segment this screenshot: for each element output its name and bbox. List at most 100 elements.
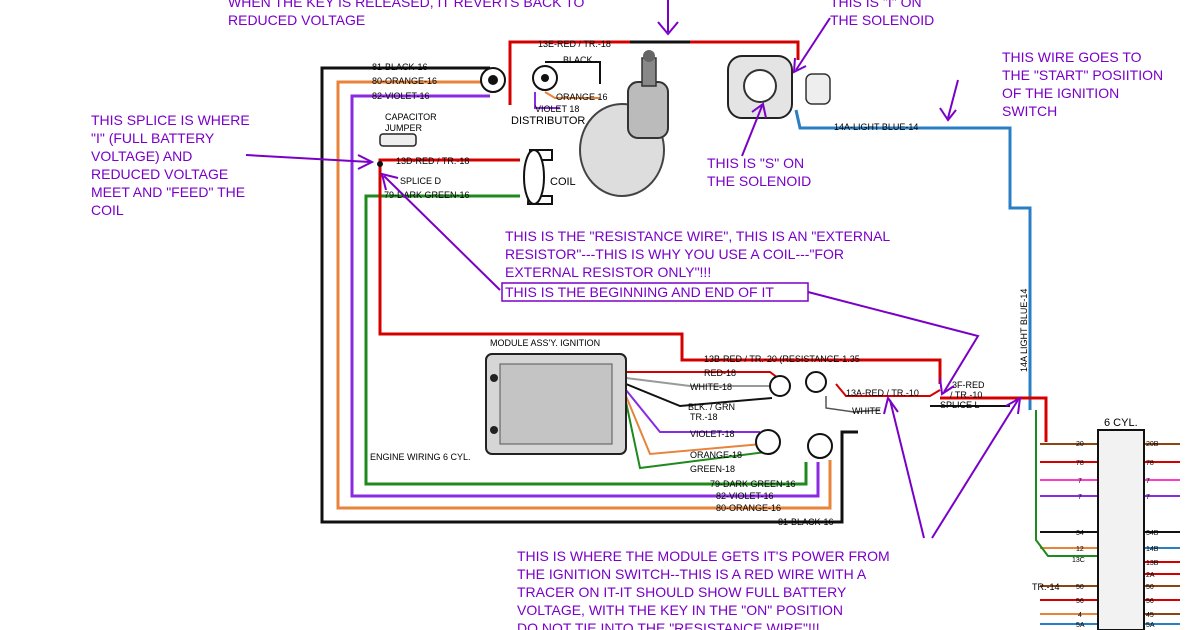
module-connector-upper xyxy=(769,371,827,397)
label-darkgreen-79b: 79-DARK GREEN-16 xyxy=(710,479,796,489)
wire-module-black xyxy=(625,383,773,408)
label-violet-82b: 82-VIOLET-16 xyxy=(716,491,774,501)
annotation-start-2: THE "START" POSIITION xyxy=(1002,67,1163,83)
splice-d-dot xyxy=(377,161,383,167)
annotation-start-3: OF THE IGNITION xyxy=(1002,85,1119,101)
distributor xyxy=(579,50,669,197)
pin-label: 78 xyxy=(1076,460,1084,467)
pin-label: 20 xyxy=(1076,441,1084,448)
connector-pins-right: 20B 78 7 7 34B 14B 13B 2A 50 56 45 5A xyxy=(1146,441,1159,629)
beginning-box xyxy=(501,282,809,302)
label-red-3f-2: / TR.-10 xyxy=(950,390,982,400)
six-cyl-connector xyxy=(1097,429,1145,630)
connector-pins-left: 20 78 7 7 34 12 13C 50 56 4 5A xyxy=(1072,441,1085,629)
pin-label: 5A xyxy=(1146,622,1155,629)
label-red-13d: 13D-RED / TR.-18 xyxy=(396,156,469,166)
label-module: MODULE ASS'Y. IGNITION xyxy=(490,338,600,348)
pin-label: 7 xyxy=(1146,478,1150,485)
label-blkgrn-2: TR.-18 xyxy=(690,412,718,422)
wire-orange-dist xyxy=(544,91,600,99)
wire-module-green xyxy=(625,401,767,470)
annotation-module-3: TRACER ON IT-IT SHOULD SHOW FULL BATTERY xyxy=(517,584,847,600)
wire-violet-82 xyxy=(350,94,820,498)
wire-white xyxy=(825,396,881,413)
wire-red-3f xyxy=(940,396,1048,442)
capacitor-jumper xyxy=(379,133,417,147)
label-six-cyl: 6 CYL. xyxy=(1104,417,1138,429)
label-engine-wiring: ENGINE WIRING 6 CYL. xyxy=(370,452,471,462)
wire-black-81 xyxy=(320,66,858,524)
label-splice-l: SPLICE L xyxy=(940,400,980,410)
wire-module-orange xyxy=(625,395,763,456)
pin-label: 12 xyxy=(1076,546,1084,553)
wire-module-white xyxy=(625,377,772,387)
label-red-13b: 13B-RED / TR.-20 (RESISTANCE-1.35 xyxy=(704,354,860,364)
label-white-18: WHITE-18 xyxy=(690,382,732,392)
pin-label: 7 xyxy=(1146,494,1150,501)
wire-module-violet xyxy=(625,389,760,433)
label-red-13e: 13E-RED / TR.-18 xyxy=(538,39,611,49)
pin-label: 2A xyxy=(1146,572,1155,579)
wire-module-red xyxy=(626,371,779,379)
annotation-resistance-2: RESISTOR"---THIS IS WHY YOU USE A COIL--… xyxy=(505,246,844,262)
label-violet-dist: VIOLET 18 xyxy=(535,104,579,114)
pin-label: 4 xyxy=(1078,612,1082,619)
module-connector-lower xyxy=(755,429,833,459)
label-violet-18: VIOLET-18 xyxy=(690,429,735,439)
label-distributor: DISTRIBUTOR xyxy=(511,115,585,127)
pin-label: 5A xyxy=(1076,622,1085,629)
distributor-connector xyxy=(532,65,558,91)
label-red-3f-1: 3F-RED xyxy=(952,380,985,390)
annotation-splice-5: MEET AND "FEED" THE xyxy=(91,184,245,200)
annotation-top-line1: WHEN THE KEY IS RELEASED, IT REVERTS BAC… xyxy=(228,0,584,10)
pin-label: 56 xyxy=(1146,598,1154,605)
annotation-beginning: THIS IS THE BEGINNING AND END OF IT xyxy=(505,284,774,300)
annotation-i-solenoid-2: THE SOLENOID xyxy=(830,12,934,28)
annotations: WHEN THE KEY IS RELEASED, IT REVERTS BAC… xyxy=(91,0,1163,630)
pin-label: 7 xyxy=(1078,478,1082,485)
wire-darkgreen-79 xyxy=(364,194,808,486)
label-red-13a: 13A-RED / TR.-10 xyxy=(846,388,919,398)
pin-label: 78 xyxy=(1146,460,1154,467)
annotation-start-4: SWITCH xyxy=(1002,103,1057,119)
label-coil: COIL xyxy=(550,176,576,188)
diagram-labels: 81-BLACK-16 80-ORANGE-16 82-VIOLET-16 13… xyxy=(370,39,1159,629)
ignition-module xyxy=(485,353,627,455)
pin-label: 7 xyxy=(1078,494,1082,501)
pin-label: 45 xyxy=(1146,612,1154,619)
label-black-81b: 81-BLACK-16 xyxy=(778,517,834,527)
annotation-module-5: DO NOT TIE INTO THE "RESISTANCE WIRE"!!! xyxy=(517,620,820,630)
wire-lightblue-14a xyxy=(794,109,1032,410)
pin-label: 34 xyxy=(1076,530,1084,537)
annotation-resistance-1: THIS IS THE "RESISTANCE WIRE", THIS IS A… xyxy=(505,228,890,244)
wire-orange-80 xyxy=(336,80,832,510)
starter-solenoid xyxy=(727,55,831,119)
label-capacitor-2: JUMPER xyxy=(385,123,423,133)
wire-red-13d xyxy=(378,158,942,384)
pin-label: 34B xyxy=(1146,530,1159,537)
label-black-16: 81-BLACK-16 xyxy=(372,62,428,72)
label-violet-16: 82-VIOLET-16 xyxy=(372,91,430,101)
label-orange-dist: ORANGE 16 xyxy=(556,92,608,102)
annotation-top-line2: REDUCED VOLTAGE xyxy=(228,12,365,28)
label-red-18: RED-18 xyxy=(704,368,736,378)
pin-label: 56 xyxy=(1076,598,1084,605)
annotation-module-2: THE IGNITION SWITCH--THIS IS A RED WIRE … xyxy=(517,566,867,582)
label-lightblue-vertical: 14A LIGHT BLUE-14 xyxy=(1019,289,1029,372)
annotation-module-1: THIS IS WHERE THE MODULE GETS IT'S POWER… xyxy=(517,548,890,564)
annotation-splice-1: THIS SPLICE IS WHERE xyxy=(91,112,250,128)
label-green-18: GREEN-18 xyxy=(690,464,735,474)
pin-label: 13C xyxy=(1072,557,1085,564)
label-orange-80b: 80-ORANGE-16 xyxy=(716,503,781,513)
label-splice-d: SPLICE D xyxy=(400,176,442,186)
label-lightblue-14a: 14A-LIGHT BLUE-14 xyxy=(834,122,918,132)
annotation-arrows xyxy=(245,0,1022,539)
label-darkgreen-79: 79-DARK GREEN-16 xyxy=(384,190,470,200)
annotation-module-4: VOLTAGE, WITH THE KEY IN THE "ON" POSITI… xyxy=(517,602,843,618)
harness-connector xyxy=(480,67,506,93)
annotation-start-1: THIS WIRE GOES TO xyxy=(1002,49,1142,65)
label-tr14: TR.-14 xyxy=(1032,582,1060,592)
annotation-resistance-3: EXTERNAL RESISTOR ONLY"!!! xyxy=(505,264,711,280)
coil xyxy=(523,149,553,205)
